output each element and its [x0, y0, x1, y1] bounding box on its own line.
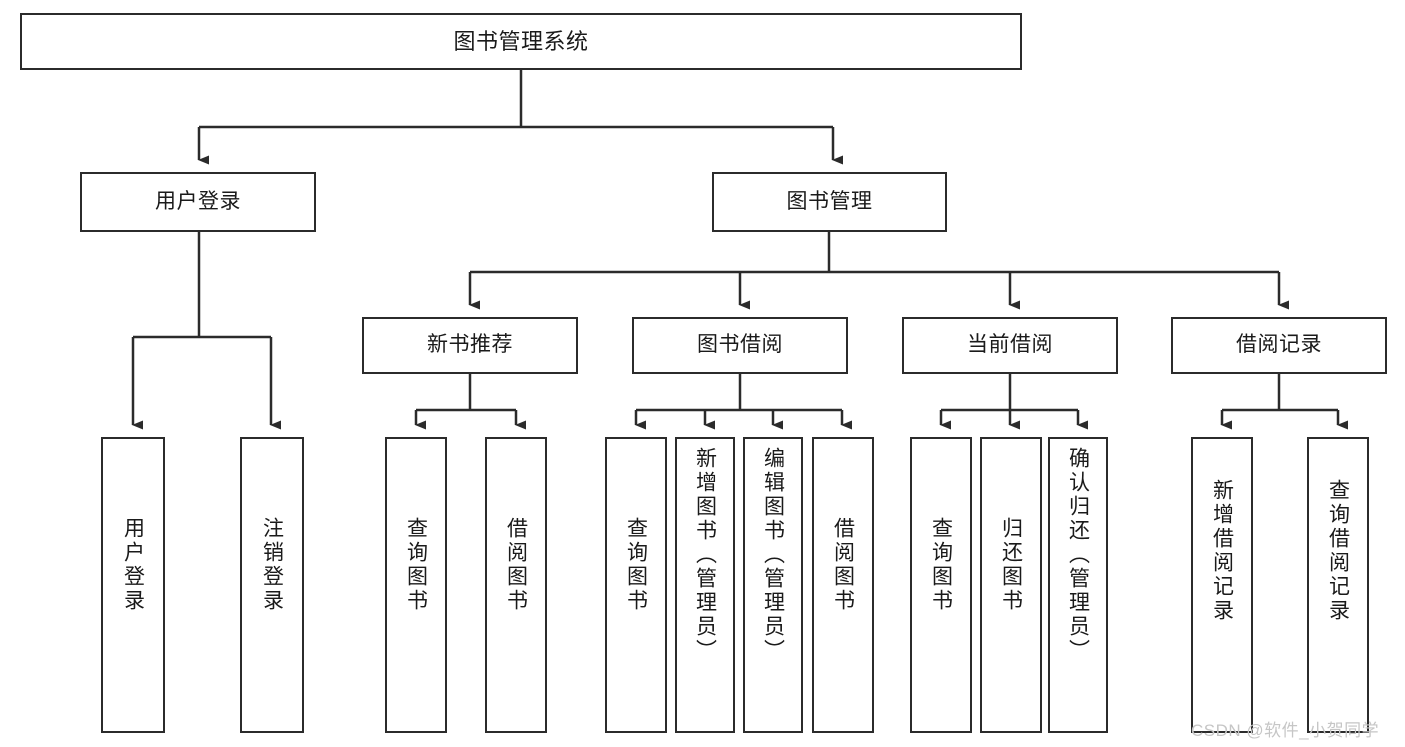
leaf-label: 查询借阅记录 [1326, 479, 1350, 623]
leaf-label: 查询图书 [404, 517, 428, 613]
leaf-query-book-from-new-book-recommendation[interactable]: 查询图书 [385, 437, 447, 733]
leaf-label: 确认归还（管理员） [1066, 447, 1090, 663]
leaf-confirm-return-admin[interactable]: 确认归还（管理员） [1048, 437, 1108, 733]
leaf-label: 借阅图书 [504, 517, 528, 613]
node-label: 新书推荐 [427, 333, 513, 357]
leaf-query-borrowing-record[interactable]: 查询借阅记录 [1307, 437, 1369, 733]
node-new-book-recommendation[interactable]: 新书推荐 [362, 317, 578, 374]
node-borrowing-records[interactable]: 借阅记录 [1171, 317, 1387, 374]
leaf-query-book-from-book-borrowing[interactable]: 查询图书 [605, 437, 667, 733]
node-book-management[interactable]: 图书管理 [712, 172, 947, 232]
leaf-label: 注销登录 [260, 517, 284, 613]
leaf-label: 查询图书 [929, 517, 953, 613]
node-label: 图书管理系统 [453, 28, 589, 54]
leaf-label: 查询图书 [624, 517, 648, 613]
node-label: 借阅记录 [1236, 333, 1322, 357]
node-label: 图书管理 [786, 189, 873, 213]
leaf-borrow-book-from-book-borrowing[interactable]: 借阅图书 [812, 437, 874, 733]
node-label: 用户登录 [155, 189, 241, 213]
leaf-label: 用户登录 [121, 517, 145, 613]
node-book-borrowing[interactable]: 图书借阅 [632, 317, 848, 374]
leaf-return-book[interactable]: 归还图书 [980, 437, 1042, 733]
leaf-query-book-from-current-borrowing[interactable]: 查询图书 [910, 437, 972, 733]
leaf-add-borrowing-record[interactable]: 新增借阅记录 [1191, 437, 1253, 733]
node-user-login[interactable]: 用户登录 [80, 172, 316, 232]
leaf-logout[interactable]: 注销登录 [240, 437, 304, 733]
leaf-label: 新增借阅记录 [1210, 479, 1234, 623]
node-label: 图书借阅 [697, 333, 783, 357]
leaf-label: 归还图书 [999, 517, 1023, 613]
node-root-book-management-system[interactable]: 图书管理系统 [20, 13, 1022, 70]
leaf-label: 编辑图书（管理员） [761, 447, 785, 663]
leaf-add-book-admin[interactable]: 新增图书（管理员） [675, 437, 735, 733]
leaf-borrow-book-from-new-book-recommendation[interactable]: 借阅图书 [485, 437, 547, 733]
leaf-label: 借阅图书 [831, 517, 855, 613]
leaf-edit-book-admin[interactable]: 编辑图书（管理员） [743, 437, 803, 733]
node-current-borrowing[interactable]: 当前借阅 [902, 317, 1118, 374]
node-label: 当前借阅 [967, 333, 1053, 357]
leaf-label: 新增图书（管理员） [693, 447, 717, 663]
leaf-user-login[interactable]: 用户登录 [101, 437, 165, 733]
